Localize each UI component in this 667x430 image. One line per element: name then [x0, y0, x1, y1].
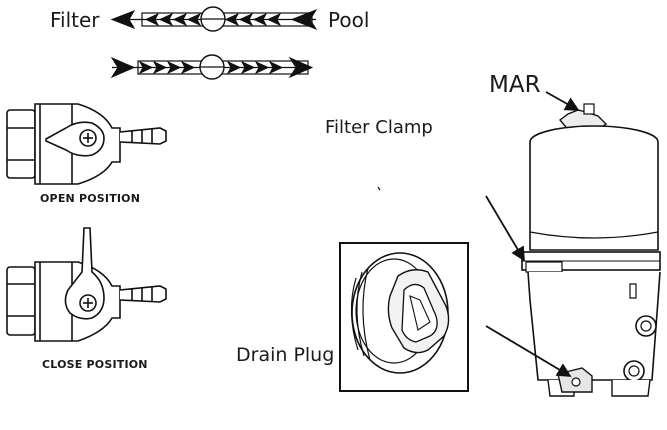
drain-plug-pointer [485, 325, 572, 377]
mar-label: MAR [489, 72, 541, 98]
valve-close-illustration [6, 227, 167, 342]
open-position-label: OPEN POSITION [40, 192, 141, 205]
stray-mark [377, 186, 381, 191]
drain-plug-label: Drain Plug [236, 344, 335, 366]
filter-clamp-pointer [485, 195, 525, 262]
filter-clamp-label: Filter Clamp [325, 117, 433, 138]
close-position-label: CLOSE POSITION [42, 358, 148, 371]
flow-filter-label: Filter [50, 8, 100, 32]
flow-arrow-to-pool [110, 54, 314, 80]
mar-pointer [545, 91, 580, 111]
flow-pool-label: Pool [328, 8, 370, 32]
valve-open-illustration [6, 103, 167, 185]
flow-arrow-to-filter [110, 6, 318, 32]
filter-illustration [521, 103, 661, 397]
drain-plug-inset [339, 242, 469, 392]
